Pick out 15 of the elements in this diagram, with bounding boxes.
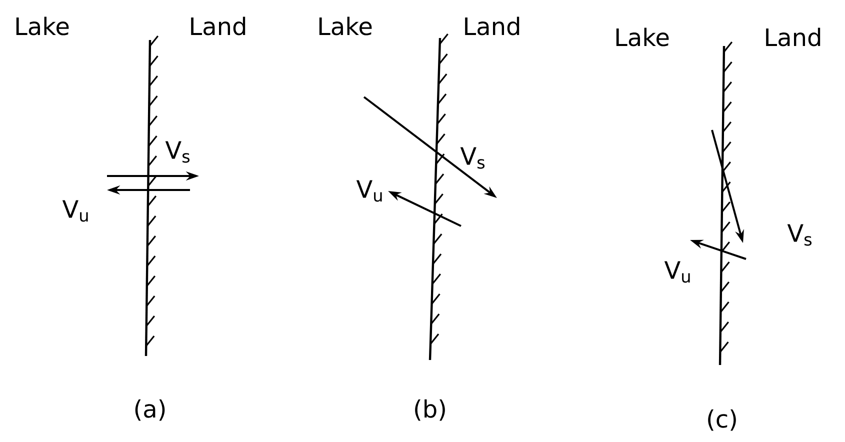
region-label: Lake [616, 28, 669, 46]
panel-caption: (a) [135, 399, 165, 421]
region-label: Land [191, 16, 246, 36]
panel-caption: (b) [415, 399, 445, 421]
velocity-label: V$_{s}$ [787, 224, 812, 246]
region-label: Lake [319, 16, 372, 36]
region-label: Lake [16, 16, 69, 36]
panel-caption: (c) [708, 409, 736, 431]
velocity-label: V$_{s}$ [165, 141, 190, 163]
region-label: Land [465, 16, 520, 36]
velocity-label: V$_{u}$ [62, 200, 88, 222]
velocity-label: V$_{u}$ [356, 180, 382, 202]
region-label: Land [766, 28, 820, 46]
velocity-label: V$_{u}$ [664, 261, 690, 283]
velocity-label: V$_{s}$ [460, 147, 485, 169]
